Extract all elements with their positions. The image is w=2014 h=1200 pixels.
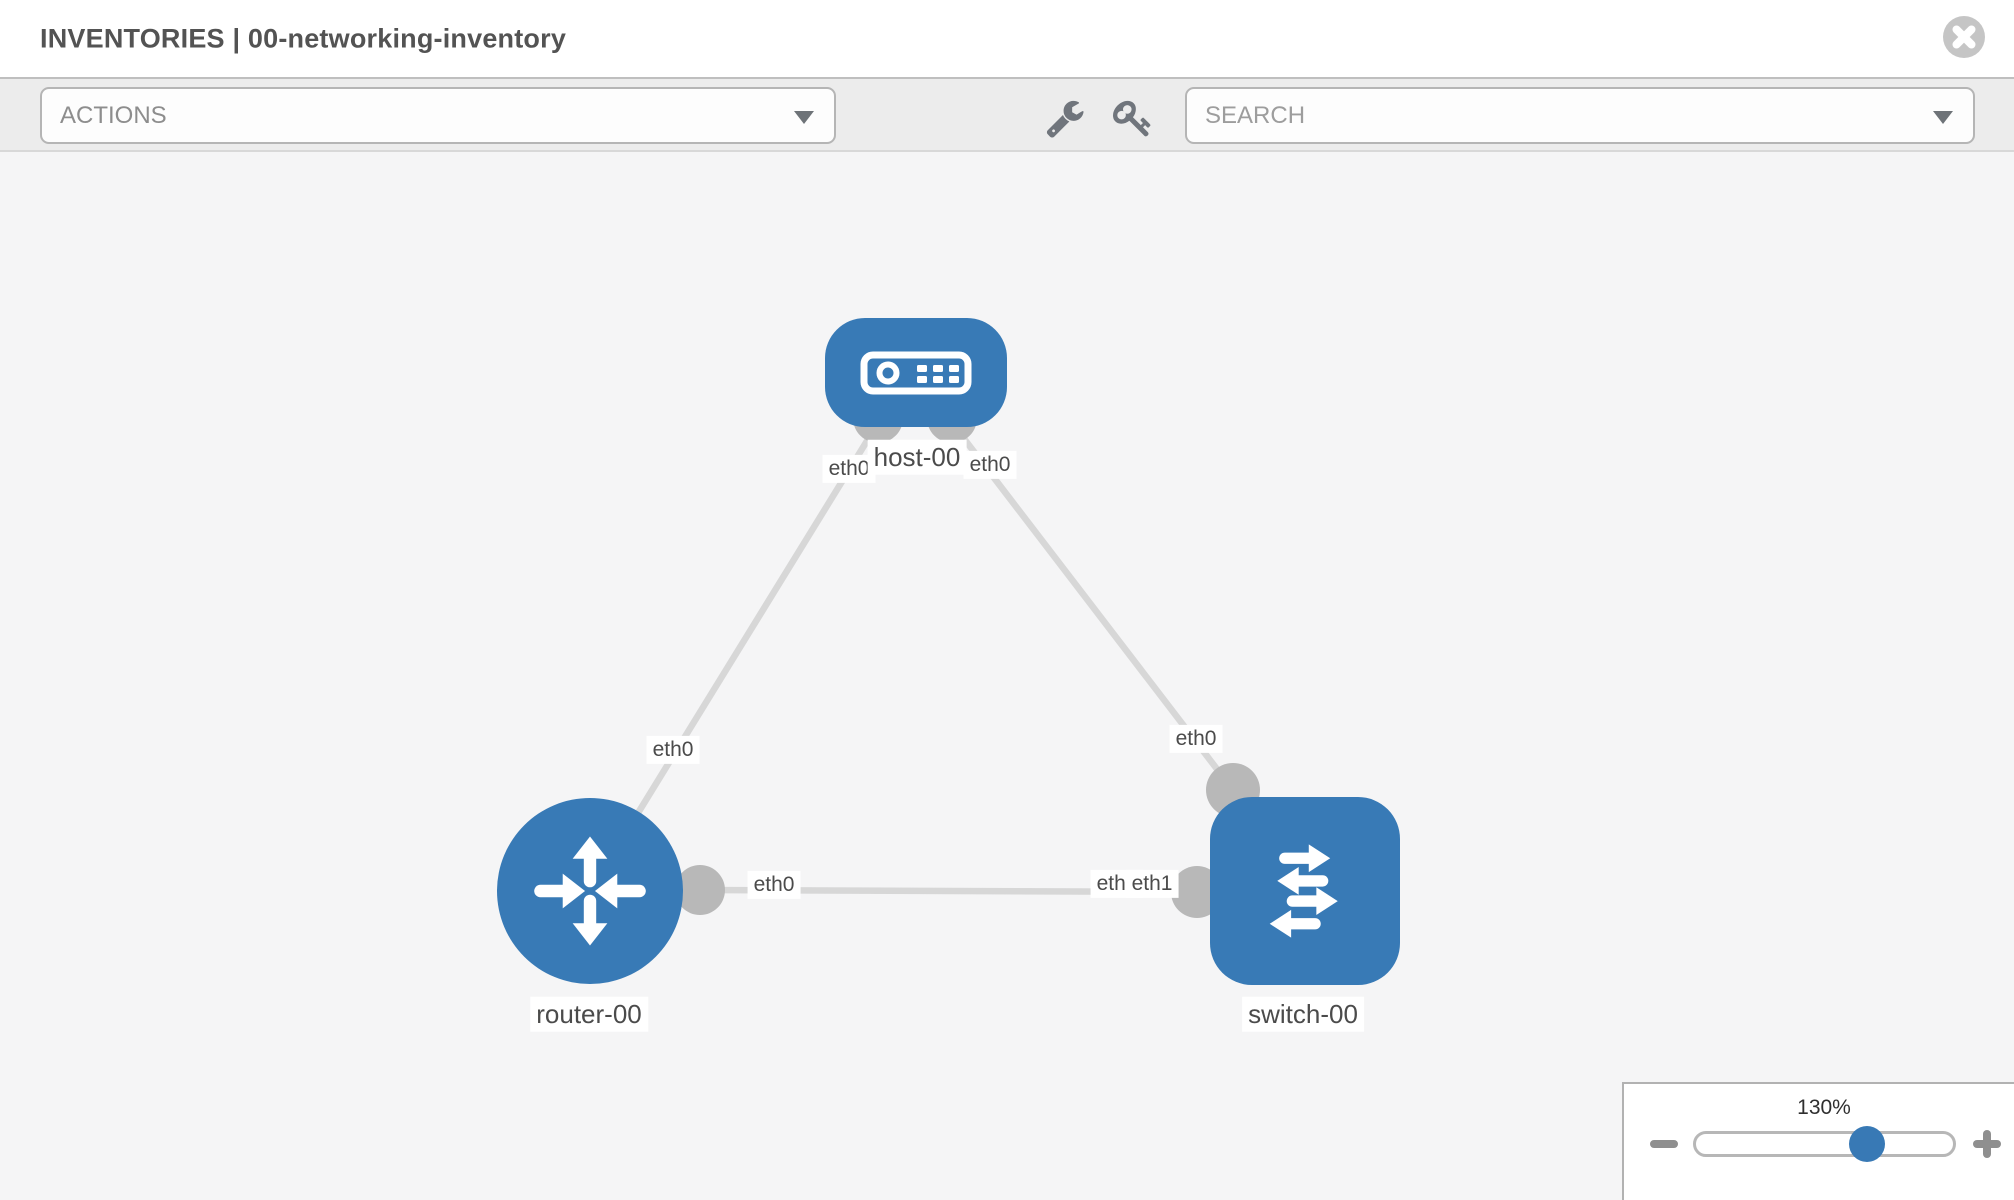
page-title: INVENTORIES | 00-networking-inventory (40, 23, 567, 53)
zoom-out-button[interactable] (1650, 1140, 1678, 1148)
wrench-icon (1046, 100, 1084, 138)
configure-button[interactable] (1045, 98, 1085, 138)
breadcrumb-header: INVENTORIES | 00-networking-inventory (0, 0, 2014, 77)
zoom-slider-knob[interactable] (1849, 1126, 1885, 1162)
zoom-level-value: 130% (1797, 1096, 1851, 1119)
credentials-button[interactable] (1113, 98, 1153, 138)
search-placeholder: SEARCH (1205, 101, 1306, 129)
node-router-00[interactable] (497, 798, 683, 984)
close-button[interactable] (1942, 15, 1986, 59)
actions-dropdown[interactable]: ACTIONS (40, 87, 836, 144)
node-host-00[interactable] (825, 318, 1007, 427)
interface-label: eth1 (1125, 869, 1179, 899)
router-icon (534, 836, 646, 946)
interface-label: eth0 (1169, 724, 1223, 754)
node-switch-00[interactable] (1210, 797, 1400, 985)
chevron-down-icon (1933, 110, 1953, 124)
key-icon (1113, 100, 1151, 137)
topology-canvas[interactable]: eth0 eth0 eth0 eth0 eth0 eth0 eth1 host-… (0, 152, 2014, 1200)
close-icon (1943, 16, 1985, 58)
interface-label: eth0 (747, 870, 801, 900)
host-icon (860, 351, 972, 394)
node-label-host: host-00 (867, 439, 967, 475)
zoom-in-button[interactable] (1973, 1130, 2001, 1158)
zoom-slider-track[interactable] (1693, 1126, 1956, 1162)
node-label-router: router-00 (530, 996, 648, 1032)
interface-label: eth0 (646, 735, 700, 765)
zoom-control-panel: 130% (1622, 1082, 2014, 1200)
interface-port (675, 865, 725, 915)
chevron-down-icon (794, 110, 814, 124)
interface-label: eth0 (963, 450, 1017, 480)
interface-label: eth0 (822, 454, 876, 484)
topology-links-layer (587, 393, 1260, 918)
actions-dropdown-label: ACTIONS (60, 101, 167, 129)
search-dropdown[interactable]: SEARCH (1185, 87, 1975, 144)
toolbar: ACTIONS SEARCH (0, 77, 2014, 152)
plus-icon (1983, 1130, 1991, 1158)
switch-icon (1269, 844, 1338, 938)
node-label-switch: switch-00 (1242, 996, 1364, 1032)
